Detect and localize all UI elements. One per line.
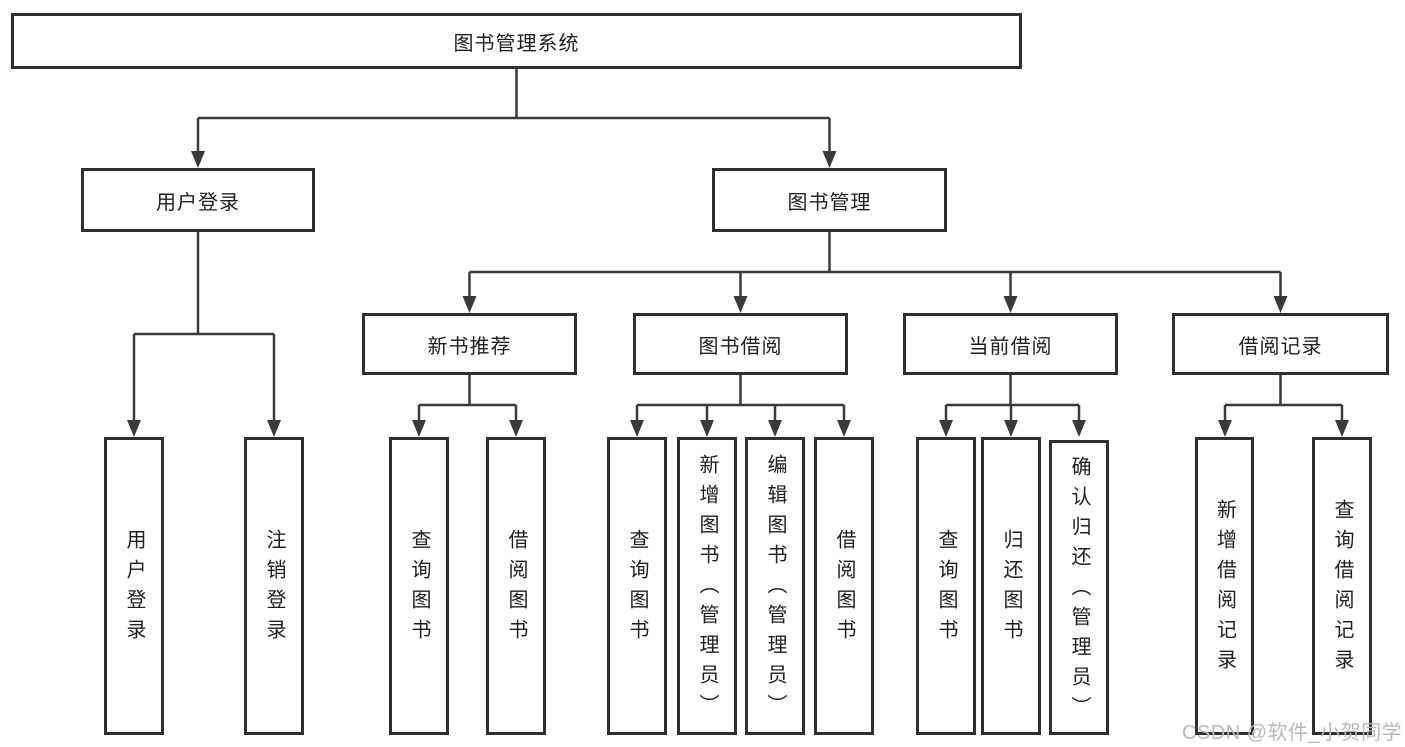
node-leaf-return-book: 归还图书 bbox=[981, 437, 1041, 735]
connector-book-borrow-branch bbox=[630, 375, 851, 437]
node-leaf-user-login: 用户登录 bbox=[104, 437, 164, 735]
node-borrow-record: 借阅记录 bbox=[1172, 313, 1389, 375]
connector-user-login-branch bbox=[127, 232, 281, 437]
arrowhead-icon bbox=[1335, 420, 1349, 437]
node-leaf-add-book-admin: 新增图书（管理员） bbox=[677, 437, 737, 735]
arrowhead-icon bbox=[939, 420, 953, 437]
node-book-management: 图书管理 bbox=[712, 168, 947, 232]
arrowhead-icon bbox=[1004, 420, 1018, 437]
arrowhead-icon bbox=[630, 420, 644, 437]
arrowhead-icon bbox=[1003, 296, 1018, 313]
node-system-root: 图书管理系统 bbox=[11, 13, 1022, 69]
node-leaf-edit-book-admin: 编辑图书（管理员） bbox=[745, 437, 805, 735]
arrowhead-icon bbox=[733, 296, 748, 313]
arrowhead-icon bbox=[700, 420, 714, 437]
arrowhead-icon bbox=[509, 420, 523, 437]
arrowhead-icon bbox=[1218, 420, 1232, 437]
node-leaf-query-book-current: 查询图书 bbox=[916, 437, 976, 735]
arrowhead-icon bbox=[191, 151, 205, 168]
arrowhead-icon bbox=[412, 420, 426, 437]
node-leaf-confirm-return-admin: 确认归还（管理员） bbox=[1049, 440, 1109, 735]
csdn-watermark: CSDN @软件_小贺同学 bbox=[1182, 722, 1403, 744]
connector-current-borrow-branch bbox=[939, 375, 1086, 437]
node-leaf-query-book-recommend: 查询图书 bbox=[389, 437, 449, 735]
node-leaf-query-book-borrow: 查询图书 bbox=[607, 437, 667, 735]
arrowhead-icon bbox=[1273, 296, 1288, 313]
arrowhead-icon bbox=[267, 420, 281, 437]
arrowhead-icon bbox=[127, 420, 141, 437]
node-leaf-borrow-book: 借阅图书 bbox=[814, 437, 874, 735]
node-user-login: 用户登录 bbox=[81, 168, 315, 232]
connector-root-to-level2 bbox=[191, 69, 837, 168]
arrowhead-icon bbox=[462, 296, 477, 313]
arrowhead-icon bbox=[837, 420, 851, 437]
node-leaf-borrow-book-recommend: 借阅图书 bbox=[486, 437, 546, 735]
node-leaf-logout: 注销登录 bbox=[244, 437, 304, 735]
arrowhead-icon bbox=[822, 151, 837, 168]
node-leaf-add-borrow-record: 新增借阅记录 bbox=[1195, 437, 1254, 735]
node-leaf-query-borrow-record: 查询借阅记录 bbox=[1312, 437, 1372, 735]
connector-book-mgmt-to-level3 bbox=[462, 232, 1288, 313]
arrowhead-icon bbox=[768, 420, 782, 437]
connector-new-book-branch bbox=[412, 375, 523, 437]
node-current-borrow: 当前借阅 bbox=[903, 313, 1118, 375]
node-new-book-recommend: 新书推荐 bbox=[362, 313, 577, 375]
connector-borrow-record-branch bbox=[1218, 375, 1349, 437]
node-book-borrow: 图书借阅 bbox=[633, 313, 848, 375]
arrowhead-icon bbox=[1072, 420, 1086, 437]
